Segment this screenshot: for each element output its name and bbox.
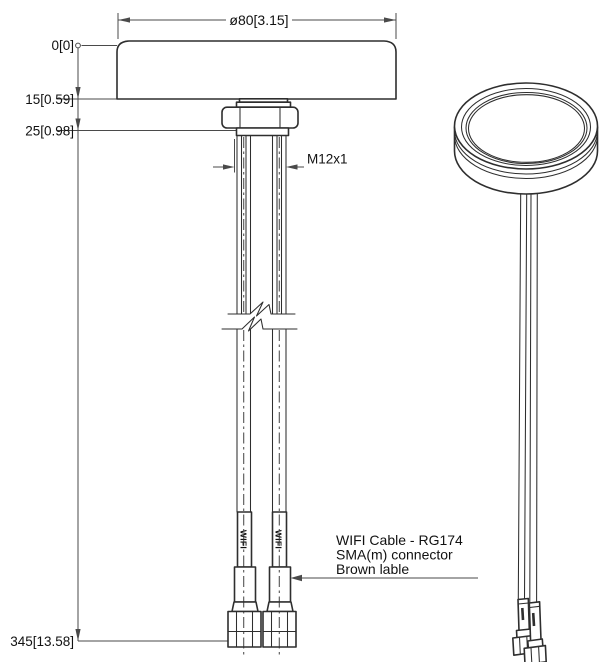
mount-stack xyxy=(221,98,299,137)
ferrule-cap-line xyxy=(517,602,530,605)
datum-label: 0[0] xyxy=(51,38,74,53)
cable-3d-line xyxy=(523,191,528,600)
arrowhead-down-icon xyxy=(75,629,81,641)
datum-point-icon xyxy=(75,42,81,49)
rim-band-curve xyxy=(453,134,599,180)
annotation-line1: WIFI Cable - RG174 xyxy=(336,532,463,548)
puck-groove-ring xyxy=(465,91,588,165)
sma-connector-3d-left xyxy=(511,597,536,657)
dim-diameter: ø80[3.15] xyxy=(117,12,397,39)
hex-3d xyxy=(523,644,548,662)
mount-height-label: 25[0.98] xyxy=(25,124,74,139)
cable-right xyxy=(271,134,287,513)
sma-connector-3d-right xyxy=(523,600,548,662)
dim-thread: M12x1 xyxy=(213,139,348,173)
arrowhead-right-icon xyxy=(384,17,396,23)
ferrule-cap-line xyxy=(529,605,541,609)
puck-3d xyxy=(453,82,599,195)
arrowhead-left-icon xyxy=(118,17,130,23)
break-line-top xyxy=(227,301,296,317)
cables-3d xyxy=(517,191,538,604)
hex-3d-facets xyxy=(530,646,540,662)
puck-top-outer-edge xyxy=(453,82,599,170)
connector-flare xyxy=(231,601,259,613)
annotation-line3: Brown lable xyxy=(336,561,409,577)
thread-label: M12x1 xyxy=(307,152,348,167)
sma-connector-left xyxy=(227,566,262,648)
cable-inner-lines xyxy=(240,134,247,315)
arrowhead-down-icon xyxy=(75,87,81,99)
cable-3d-line xyxy=(529,191,532,604)
diameter-label: ø80[3.15] xyxy=(229,12,288,28)
annotation-line2: SMA(m) connector xyxy=(336,547,453,563)
label-mark xyxy=(521,607,525,621)
disc-body xyxy=(116,40,397,100)
overall-length-label: 345[13.58] xyxy=(10,634,74,649)
crimp-barrel xyxy=(233,566,257,603)
rim-band-curve xyxy=(453,130,599,175)
crimp-barrel xyxy=(268,566,292,603)
label-mark xyxy=(531,612,536,627)
wifi-sleeve-label-right: WIFI xyxy=(274,530,284,549)
break-symbol xyxy=(221,301,298,332)
cable-annotation: WIFI Cable - RG174 SMA(m) connector Brow… xyxy=(290,532,478,582)
arrowhead-down-icon xyxy=(75,118,81,131)
hex-nut-facets xyxy=(239,107,281,129)
arrowhead-left-icon xyxy=(290,574,302,582)
sma-connector-right xyxy=(262,566,297,648)
cable-jacket-lines xyxy=(271,134,287,513)
front-view: ø80[3.15] 0[0] 15[0.59] 25[0.98] 345[13.… xyxy=(10,12,478,657)
dim-vertical-ordinates: 0[0] 15[0.59] 25[0.98] 345[13.58] xyxy=(10,38,236,649)
connector-hex-body xyxy=(227,610,262,648)
disc-height-label: 15[0.59] xyxy=(25,92,74,107)
washer xyxy=(235,127,290,137)
arrowhead-left-icon xyxy=(286,164,298,170)
cable-jacket-lines xyxy=(236,134,252,513)
arrowhead-right-icon xyxy=(223,164,235,170)
puck-rim-ring xyxy=(460,87,592,167)
hex-nut xyxy=(221,106,299,129)
cable-inner-lines xyxy=(276,134,283,315)
perspective-view xyxy=(453,82,599,662)
cable-left xyxy=(236,134,252,513)
puck-top-face-edge xyxy=(467,94,586,163)
hex-body-facets xyxy=(227,610,262,648)
connector-flare xyxy=(266,601,294,613)
break-line-bottom xyxy=(221,316,298,332)
cable-3d-line xyxy=(517,191,522,600)
cable-3d-line xyxy=(536,192,538,603)
